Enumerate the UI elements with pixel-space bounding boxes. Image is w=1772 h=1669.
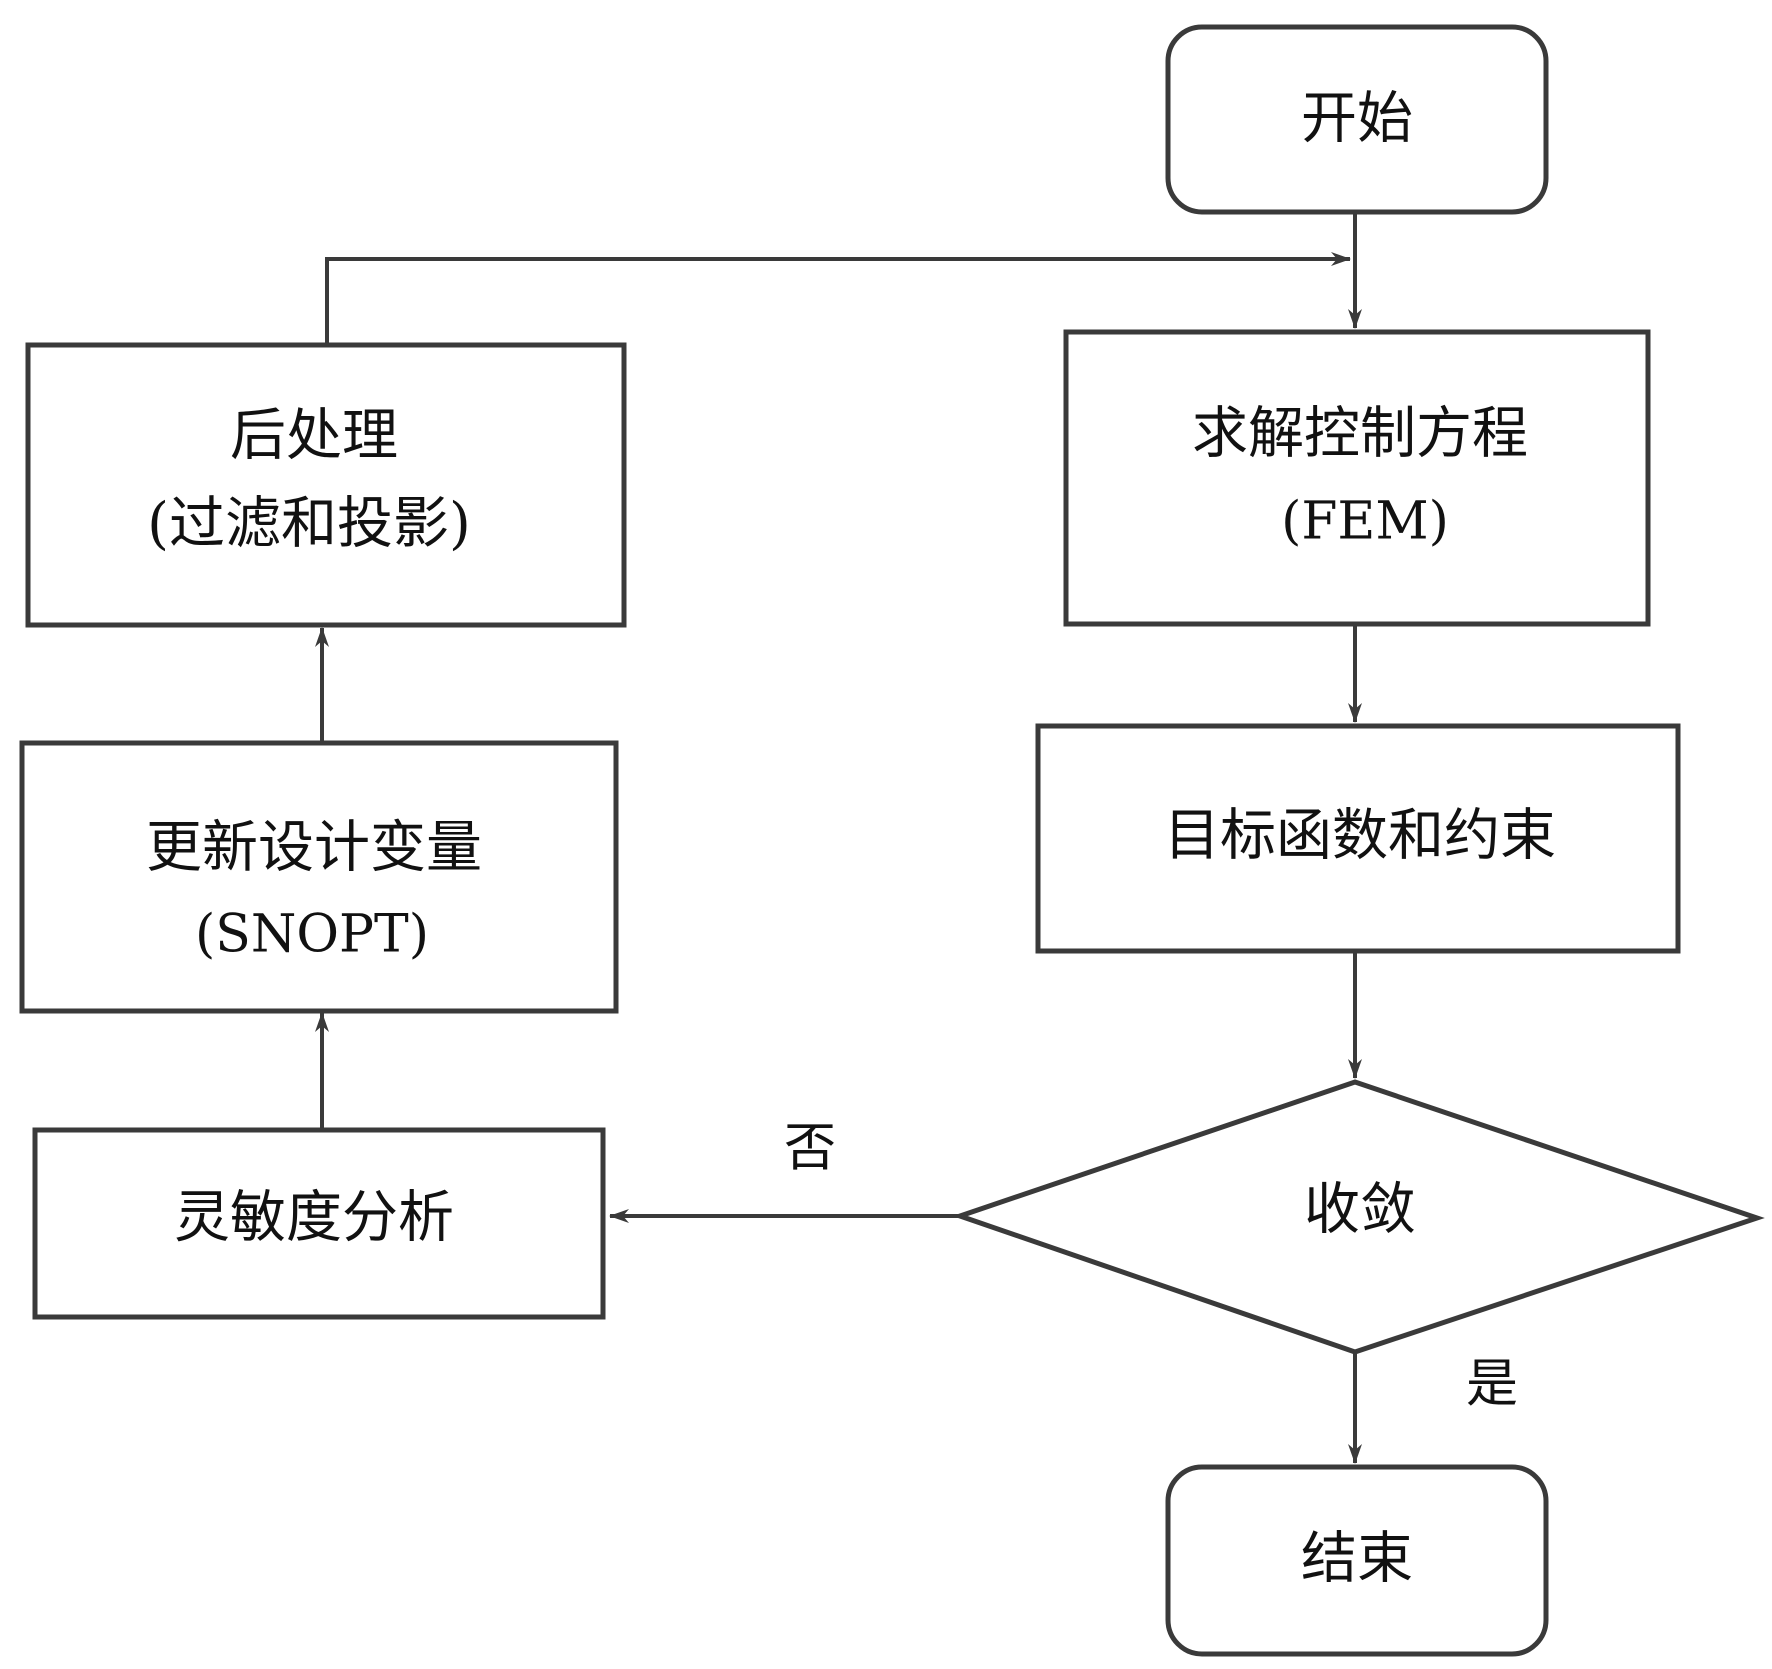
node-solve-line1: 求解控制方程 xyxy=(1192,402,1528,467)
node-end-label: 结束 xyxy=(1301,1527,1413,1592)
node-converge: 收敛 xyxy=(952,1079,1765,1355)
node-solve: 求解控制方程 (FEM) xyxy=(1063,329,1651,627)
node-objective-label: 目标函数和约束 xyxy=(1164,804,1556,869)
node-post-line1: 后处理 xyxy=(230,404,398,469)
node-post: 后处理 (过滤和投影) xyxy=(25,342,627,628)
edge-label-yes: 是 xyxy=(1466,1355,1518,1415)
node-end: 结束 xyxy=(1165,1464,1549,1657)
edge-label-no: 否 xyxy=(784,1119,836,1179)
node-update: 更新设计变量 (SNOPT) xyxy=(19,740,619,1014)
node-update-line2: (SNOPT) xyxy=(195,905,429,965)
node-converge-label: 收敛 xyxy=(1304,1178,1416,1243)
node-solve-line2: (FEM) xyxy=(1281,492,1449,552)
node-post-line2: (过滤和投影) xyxy=(147,492,471,557)
node-start: 开始 xyxy=(1165,24,1549,215)
node-sensitivity-label: 灵敏度分析 xyxy=(174,1186,454,1251)
node-objective: 目标函数和约束 xyxy=(1035,723,1681,954)
edge-post-to-solve-loop xyxy=(325,252,1351,343)
node-update-line1: 更新设计变量 xyxy=(146,816,482,881)
node-start-label: 开始 xyxy=(1301,87,1413,152)
node-sensitivity: 灵敏度分析 xyxy=(32,1127,606,1320)
